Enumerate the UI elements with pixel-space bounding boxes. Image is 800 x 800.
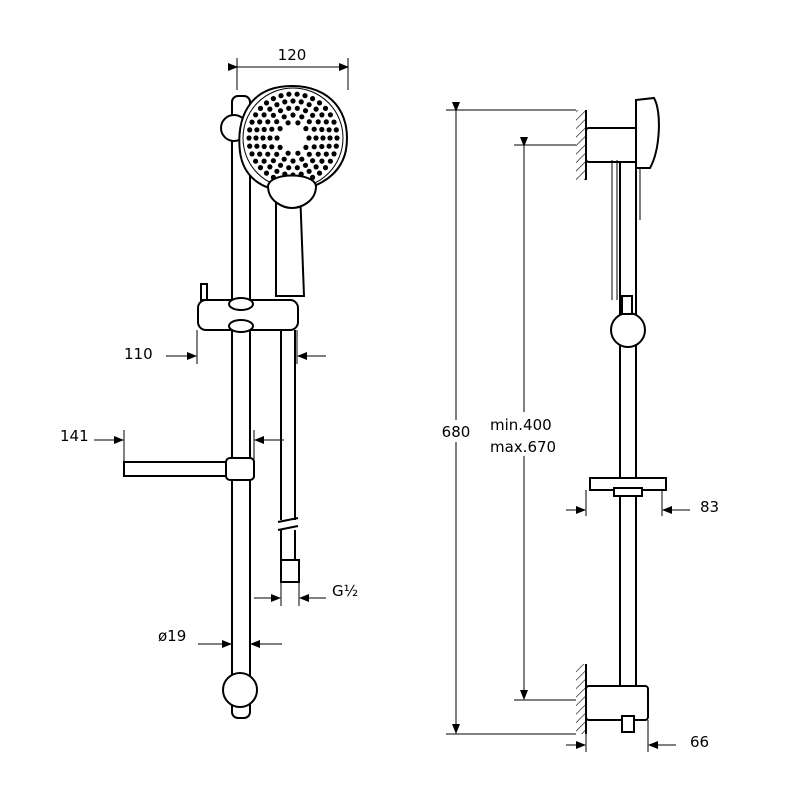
front-view: 120 110 141 G½ [60,46,358,719]
shower-head [238,84,348,297]
dimension-rail-diameter: ø19 [158,627,282,648]
dimension-hose-connection: G½ [254,582,358,606]
label-soap-dish: 141 [60,427,89,445]
side-top-bracket [585,96,660,300]
hose [277,330,300,583]
label-hose-connection: G½ [332,582,358,600]
front-rail [231,95,251,719]
slider [197,283,299,333]
dimension-total-height: 680 [442,102,576,735]
label-rail-diameter: ø19 [158,627,186,645]
label-total-height: 680 [442,423,471,441]
side-rail [619,149,637,721]
dimension-soap-dish: 141 [60,427,284,462]
side-view: 680 min.400 max.670 83 66 [442,96,719,752]
shower-head-nozzles [246,91,340,180]
label-slider-depth: 110 [124,345,153,363]
label-bracket-spacing-max: max.670 [490,438,556,456]
dimension-top-bracket-depth: 83 [566,490,719,516]
dimension-bracket-spacing: min.400 max.670 [486,137,576,701]
dimension-slider-depth: 110 [124,330,326,364]
label-bracket-spacing-min: min.400 [490,416,552,434]
side-slider [610,312,646,348]
label-head-diameter: 120 [278,46,307,64]
front-bottom-bracket [222,672,258,708]
dimension-bottom-bracket-depth: 66 [566,720,709,752]
soap-dish [123,457,255,481]
label-top-bracket-depth: 83 [700,498,719,516]
dimension-head-diameter: 120 [228,46,349,90]
label-bottom-bracket-depth: 66 [690,733,709,751]
wall-section [576,110,587,734]
side-bottom-bracket [585,685,649,733]
side-soap-dish [589,477,667,497]
